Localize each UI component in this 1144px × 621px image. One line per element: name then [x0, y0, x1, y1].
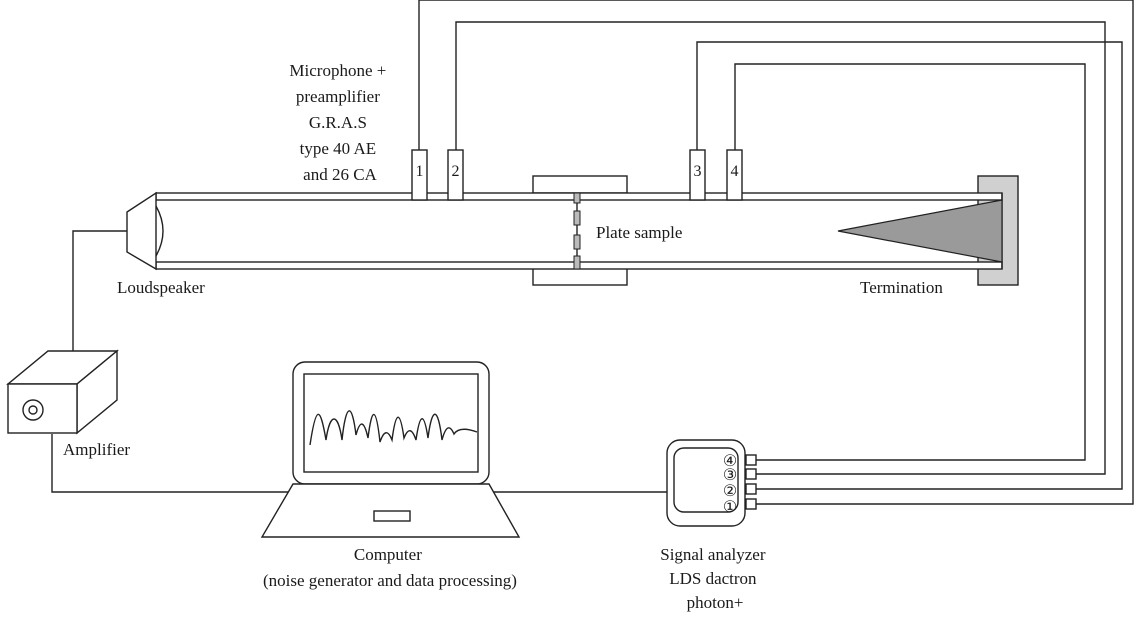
- microphone-number: 2: [452, 163, 460, 180]
- microphone-number: 4: [731, 163, 739, 180]
- microphone-cables: [418, 0, 1134, 505]
- loudspeaker-cone: [155, 205, 164, 257]
- amplifier: [6, 349, 119, 435]
- analyzer-port-connector: [745, 483, 757, 495]
- loudspeaker: [126, 191, 164, 271]
- waveform-icon: [309, 410, 478, 446]
- analyzer-port-label: ④: [723, 453, 737, 470]
- laptop-touchpad: [373, 510, 411, 522]
- microphone-body: [689, 149, 706, 201]
- signal-analyzer: ④ ③ ② ①: [666, 439, 757, 527]
- computer-laptop: [260, 361, 521, 538]
- analyzer-port-connector: [745, 454, 757, 466]
- flange-top: [532, 175, 628, 194]
- loudspeaker-horn: [126, 191, 157, 271]
- analyzer-port-label: ③: [723, 467, 737, 484]
- flange-bottom: [532, 267, 628, 286]
- microphone-label: Microphone + preamplifier G.R.A.S type 4…: [289, 61, 390, 184]
- microphone-number: 1: [416, 163, 424, 180]
- amplifier-knob-inner: [28, 405, 38, 415]
- plate-block: [573, 255, 581, 270]
- analyzer-screen: [673, 447, 739, 513]
- computer-label: Computer (noise generator and data proce…: [263, 545, 517, 590]
- amplifier-knob-icon: [22, 399, 44, 421]
- termination-label: Termination: [860, 278, 943, 297]
- microphone-1: 1: [411, 149, 428, 201]
- microphone-body: [447, 149, 464, 201]
- cable-mic-2: [455, 21, 1106, 475]
- cable-mic-1: [418, 0, 1134, 505]
- analyzer-port-label: ①: [723, 499, 737, 516]
- plate-block: [573, 192, 581, 204]
- plate-sample: [573, 192, 581, 270]
- microphone-4: 4: [726, 149, 743, 201]
- microphone-3: 3: [689, 149, 706, 201]
- plate-block: [573, 210, 581, 226]
- wire-loudspeaker-amplifier: [72, 230, 127, 352]
- plate-block: [573, 234, 581, 250]
- cable-mic-4: [734, 63, 1086, 461]
- microphone-body: [411, 149, 428, 201]
- microphone-number: 3: [694, 163, 702, 180]
- plate-sample-label: Plate sample: [596, 223, 682, 242]
- microphone-2: 2: [447, 149, 464, 201]
- analyzer-port-connector: [745, 498, 757, 510]
- cable-mic-3: [696, 41, 1123, 490]
- amplifier-label: Amplifier: [63, 440, 130, 459]
- signal-analyzer-label: Signal analyzer LDS dactron photon+: [660, 545, 770, 612]
- analyzer-port-connector: [745, 468, 757, 480]
- loudspeaker-label: Loudspeaker: [117, 278, 205, 297]
- laptop-screen: [303, 373, 479, 473]
- anechoic-wedge: [837, 199, 1003, 263]
- microphone-body: [726, 149, 743, 201]
- analyzer-port-label: ②: [723, 483, 737, 500]
